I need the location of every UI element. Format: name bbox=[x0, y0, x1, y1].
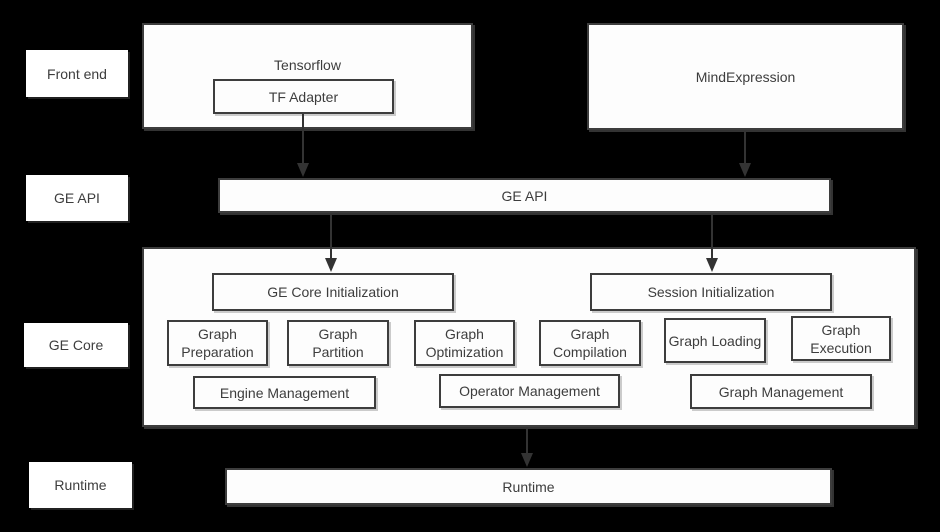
graph-preparation-box: Graph Preparation bbox=[167, 320, 268, 366]
graph-management-box: Graph Management bbox=[690, 374, 872, 409]
arrow-stem bbox=[526, 427, 528, 453]
graph-optimization-box: Graph Optimization bbox=[414, 320, 515, 366]
mind-expression-box: MindExpression bbox=[587, 23, 904, 130]
arrow-head-icon bbox=[297, 163, 309, 177]
ge-core-box: GE Core Initialization Session Initializ… bbox=[142, 247, 916, 427]
row-label-front-end: Front end bbox=[26, 50, 128, 97]
engine-management-box: Engine Management bbox=[193, 376, 376, 409]
graph-loading-box: Graph Loading bbox=[664, 318, 766, 363]
graph-partition-box: Graph Partition bbox=[287, 320, 389, 366]
arrow-head-icon bbox=[706, 258, 718, 272]
arrow-mind-expression-to-ge-api bbox=[739, 130, 751, 177]
arrow-ge-api-to-session-initialization bbox=[706, 214, 718, 272]
graph-compilation-box: Graph Compilation bbox=[539, 320, 641, 366]
row-label-ge-core: GE Core bbox=[24, 323, 128, 367]
runtime-bar: Runtime bbox=[225, 468, 832, 505]
graph-execution-box: Graph Execution bbox=[791, 316, 891, 361]
arrow-ge-core-to-runtime bbox=[521, 427, 533, 467]
arrow-head-icon bbox=[521, 453, 533, 467]
tensorflow-box: Tensorflow TF Adapter bbox=[142, 23, 473, 129]
arrow-head-icon bbox=[739, 163, 751, 177]
row-label-runtime: Runtime bbox=[29, 462, 132, 508]
arrow-ge-api-to-ge-core-initialization bbox=[325, 214, 337, 272]
tf-adapter-box: TF Adapter bbox=[213, 79, 394, 114]
tensorflow-label: Tensorflow bbox=[274, 57, 341, 73]
operator-management-box: Operator Management bbox=[439, 374, 620, 408]
ge-api-bar: GE API bbox=[218, 178, 831, 213]
session-initialization-box: Session Initialization bbox=[590, 273, 832, 311]
arrow-head-icon bbox=[325, 258, 337, 272]
row-label-ge-api: GE API bbox=[26, 175, 128, 221]
arrow-tf-adapter-to-ge-api bbox=[297, 114, 309, 177]
arrow-stem bbox=[744, 130, 746, 163]
arrow-stem bbox=[302, 114, 304, 163]
arrow-stem bbox=[711, 214, 713, 258]
arrow-stem bbox=[330, 214, 332, 258]
ge-core-initialization-box: GE Core Initialization bbox=[212, 273, 454, 311]
